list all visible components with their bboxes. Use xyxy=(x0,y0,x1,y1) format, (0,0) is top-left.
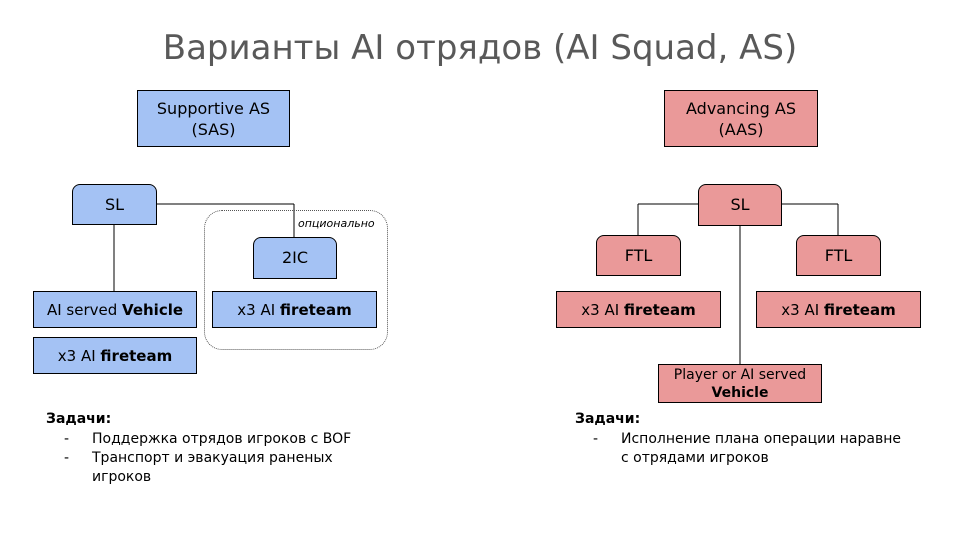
sas-tasks-list: Поддержка отрядов игроков с BOF Транспор… xyxy=(46,430,366,487)
aas-fireteam-left-prefix: x3 AI xyxy=(581,300,624,319)
sas-tasks: Задачи: Поддержка отрядов игроков с BOF … xyxy=(46,410,366,487)
optional-group-frame xyxy=(204,210,388,350)
aas-tasks: Задачи: Исполнение плана операции наравн… xyxy=(575,410,935,468)
aas-fireteam-left-bold: fireteam xyxy=(623,300,696,319)
second-in-command-node: 2IC xyxy=(253,237,337,279)
aas-vehicle-node: Player or AI served Vehicle xyxy=(658,364,822,403)
sas-fireteam-bold: fireteam xyxy=(100,346,173,365)
aas-fireteam-right-node: x3 AI fireteam xyxy=(756,291,921,328)
supportive-as-header: Supportive AS (SAS) xyxy=(137,90,290,147)
aas-ftl-left-node: FTL xyxy=(596,235,681,276)
optional-label: опционально xyxy=(298,217,375,230)
aas-ftl-right-node: FTL xyxy=(796,235,881,276)
aas-tasks-list: Исполнение плана операции наравне с отря… xyxy=(575,430,935,468)
sas-vehicle-bold: Vehicle xyxy=(122,300,184,319)
sas-optional-fireteam-prefix: x3 AI xyxy=(237,300,280,319)
sas-tasks-title: Задачи: xyxy=(46,411,112,427)
aas-fireteam-right-bold: fireteam xyxy=(823,300,896,319)
aas-tasks-title: Задачи: xyxy=(575,411,641,427)
sas-fireteam-prefix: x3 AI xyxy=(57,346,101,365)
supportive-as-abbr: (SAS) xyxy=(191,119,236,139)
sas-vehicle-node: AI served Vehicle xyxy=(33,291,197,328)
sas-vehicle-prefix: AI served xyxy=(46,300,123,319)
sas-task-item: Транспорт и эвакуация раненых игроков xyxy=(46,449,342,487)
aas-squad-leader-node: SL xyxy=(698,184,782,226)
sas-optional-fireteam-bold: fireteam xyxy=(279,300,352,319)
advancing-as-title: Advancing AS xyxy=(686,98,796,118)
aas-fireteam-left-node: x3 AI fireteam xyxy=(556,291,721,328)
sas-fireteam-node: x3 AI fireteam xyxy=(33,337,197,374)
sas-squad-leader-node: SL xyxy=(72,184,157,225)
sas-optional-fireteam-node: x3 AI fireteam xyxy=(212,291,377,328)
supportive-as-title: Supportive AS xyxy=(156,98,271,118)
aas-fireteam-right-prefix: x3 AI xyxy=(781,300,824,319)
aas-vehicle-line1: Player or AI served xyxy=(673,366,807,383)
aas-task-item: Исполнение плана операции наравне с отря… xyxy=(575,430,911,468)
advancing-as-header: Advancing AS (AAS) xyxy=(664,90,818,147)
sas-task-item: Поддержка отрядов игроков с BOF xyxy=(46,430,366,449)
page-title: Варианты AI отрядов (AI Squad, AS) xyxy=(162,28,798,68)
aas-vehicle-bold: Vehicle xyxy=(711,384,769,401)
advancing-as-abbr: (AAS) xyxy=(718,119,764,139)
